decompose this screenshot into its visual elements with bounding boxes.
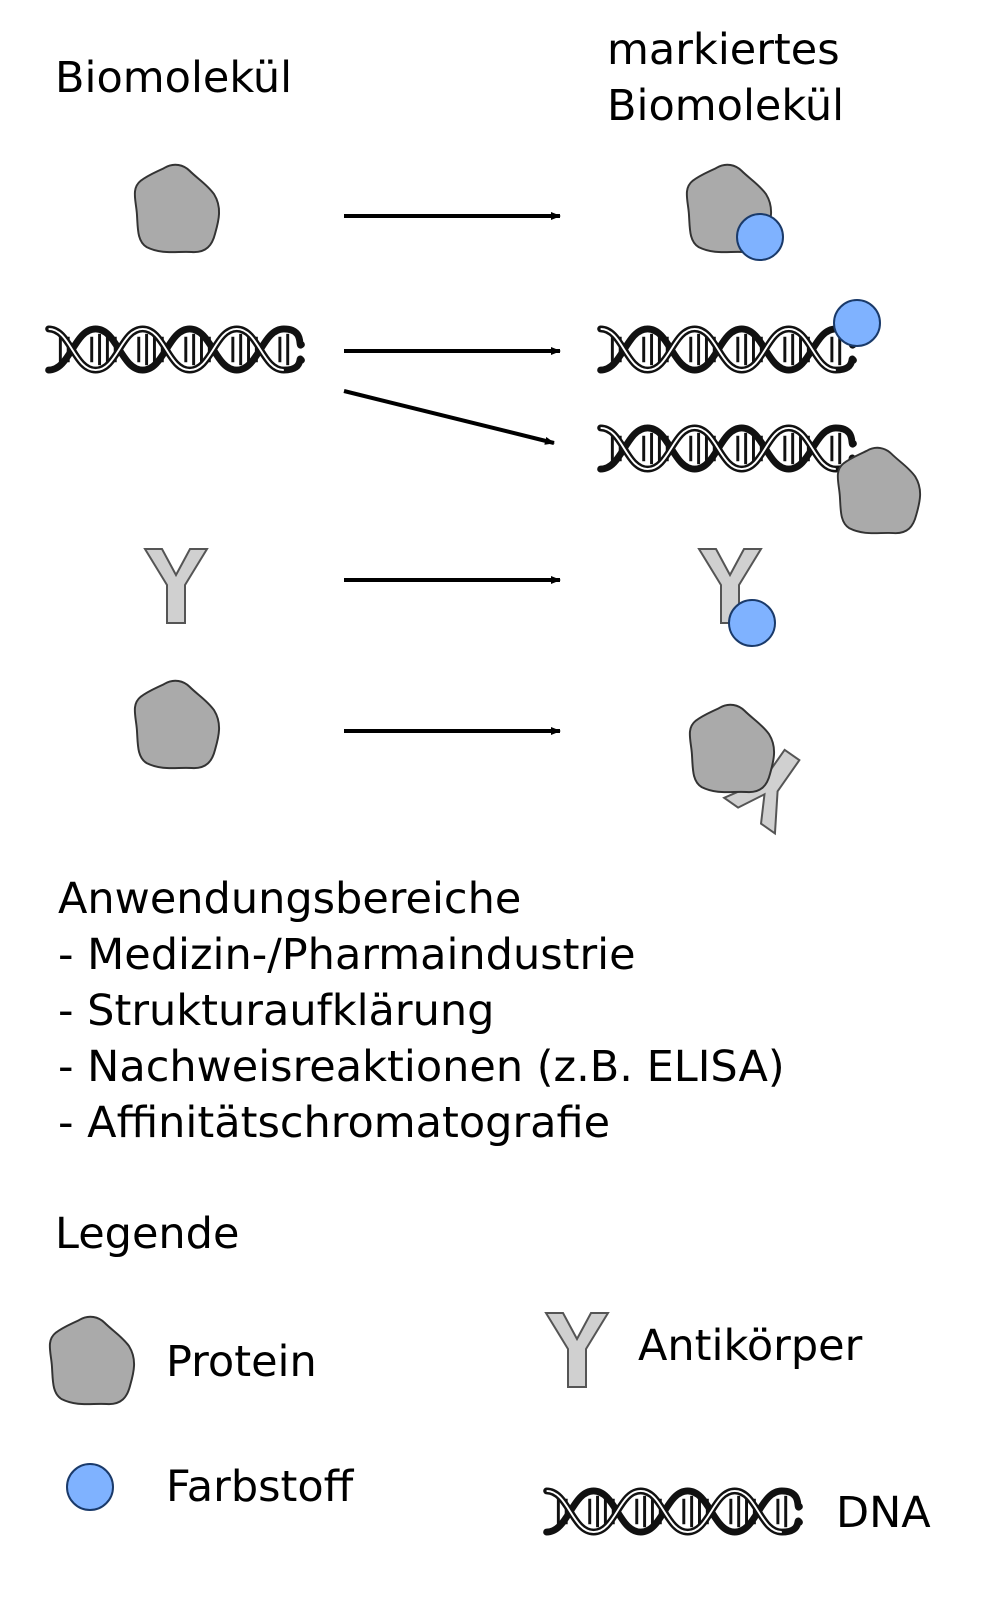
dna-icon <box>49 329 302 370</box>
legend-antibody-label: Antikörper <box>638 1321 863 1371</box>
dye-icon <box>736 213 784 261</box>
arrow-3 <box>343 389 555 445</box>
protein-icon <box>836 446 922 535</box>
applications-block: Anwendungsbereiche - Medizin-/Pharmaindu… <box>58 871 785 1151</box>
legend-dye-label: Farbstoff <box>166 1462 354 1512</box>
heading-labeled-line1: markiertes <box>607 25 840 75</box>
protein-icon <box>133 679 221 770</box>
applications-title: Anwendungsbereiche <box>58 874 522 924</box>
legend-title: Legende <box>55 1209 240 1259</box>
dna-icon <box>601 428 854 469</box>
legend-dna-icon <box>547 1491 800 1532</box>
legend-protein-label: Protein <box>166 1337 317 1387</box>
dye-icon <box>833 299 881 347</box>
legend-dna-label: DNA <box>836 1488 931 1538</box>
protein-icon <box>133 163 221 254</box>
heading-labeled-biomolecule: markiertes Biomolekül <box>607 22 844 134</box>
applications-item: - Affinitätschromatografie <box>58 1098 611 1148</box>
applications-item: - Nachweisreaktionen (z.B. ELISA) <box>58 1042 785 1092</box>
legend-protein-icon <box>48 1315 136 1406</box>
applications-item: - Medizin-/Pharmaindustrie <box>58 930 636 980</box>
legend-antibody-icon <box>545 1312 609 1388</box>
heading-biomolecule: Biomolekül <box>55 53 293 103</box>
legend-dye-icon <box>66 1463 114 1511</box>
dye-icon <box>728 599 776 647</box>
antibody-icon <box>144 548 208 624</box>
heading-labeled-line2: Biomolekül <box>607 81 845 131</box>
protein-icon <box>688 703 776 794</box>
applications-item: - Strukturaufklärung <box>58 986 495 1036</box>
dna-icon <box>601 329 854 370</box>
